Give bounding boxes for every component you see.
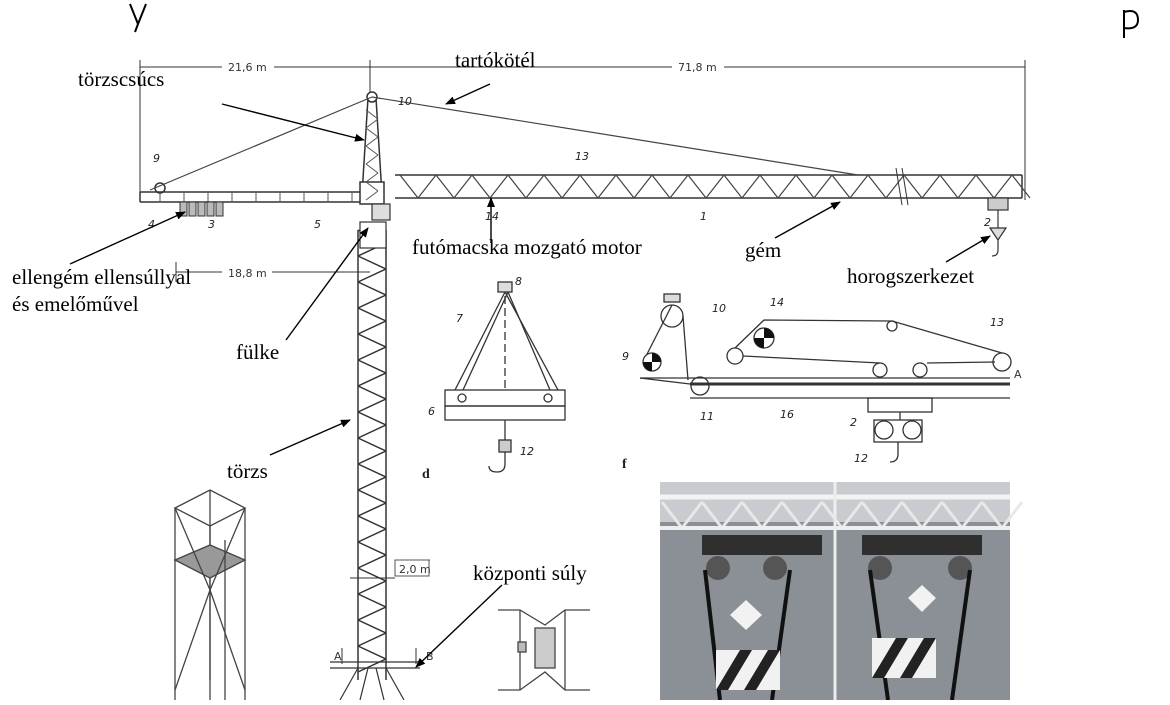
detail-f-reeving	[639, 293, 1012, 463]
section-a-letter: A	[334, 650, 342, 663]
tower-top	[359, 91, 385, 205]
center-weight-frame	[498, 609, 590, 691]
part-number-16-f: 16	[780, 408, 794, 421]
part-number-12-f: 12	[854, 452, 868, 465]
detail-d-letter: d	[422, 467, 430, 482]
part-number-14-f: 14	[770, 296, 784, 309]
main-jib	[395, 174, 1023, 199]
part-number-10: 10	[398, 95, 412, 108]
counterweights	[179, 201, 224, 217]
right-span-dim: 71,8 m	[678, 61, 717, 74]
motor-9-fill	[643, 353, 661, 371]
trolley-photo	[660, 482, 1024, 701]
label-futomacska: futómacska mozgató motor	[412, 235, 642, 259]
detail-f-letter: f	[622, 457, 627, 472]
mast-section-3d	[173, 489, 247, 700]
label-kozponti-suly: központi súly	[473, 561, 587, 585]
part-number-1: 1	[700, 210, 707, 223]
part-number-13-f: 13	[990, 316, 1004, 329]
motor-14-fill	[754, 328, 774, 348]
part-number-14: 14	[485, 210, 499, 223]
label-ellengem: ellengém ellensúllyal és emelőművel	[12, 265, 192, 316]
part-number-10-f: 10	[712, 302, 726, 315]
mast-width-dim: 2,0 m	[399, 563, 431, 576]
mast-base	[330, 661, 420, 701]
detail-d-hook-frame	[444, 281, 566, 473]
counter-span-dimension	[175, 262, 370, 282]
label-torzs: törzs	[227, 459, 268, 483]
top-dimension-line	[139, 60, 1026, 200]
part-number-8: 8	[515, 275, 522, 288]
cabin	[359, 203, 391, 249]
label-gem: gém	[745, 238, 782, 262]
part-number-5: 5	[314, 218, 321, 231]
label-fulke: fülke	[236, 340, 280, 364]
section-b-letter: B	[426, 650, 434, 663]
counter-jib	[139, 182, 360, 203]
part-number-2-f: 2	[850, 416, 857, 429]
counter-span-dim: 18,8 m	[228, 267, 267, 280]
part-number-12-d: 12	[520, 445, 534, 458]
part-number-7: 7	[456, 312, 463, 325]
part-number-4: 4	[148, 218, 155, 231]
part-number-11-f: 11	[700, 410, 714, 423]
part-number-3: 3	[208, 218, 215, 231]
left-span-dim: 21,6 m	[228, 61, 267, 74]
part-number-9: 9	[153, 152, 160, 165]
part-number-9-f: 9	[622, 350, 629, 363]
label-torzscsucs: törzscsúcs	[78, 67, 165, 91]
part-number-13: 13	[575, 150, 589, 163]
label-horogszerkezet: horogszerkezet	[847, 264, 975, 288]
annotation-arrows	[69, 83, 991, 668]
top-heading-fragment	[129, 3, 1140, 38]
crane-mast	[357, 229, 387, 680]
tie-ropes	[149, 96, 859, 191]
part-number-6: 6	[428, 405, 435, 418]
part-number-2: 2	[984, 216, 991, 229]
section-a-letter-f: A	[1014, 368, 1022, 381]
jib-hook-block	[987, 197, 1009, 257]
label-tartokotel: tartókötél	[455, 48, 536, 72]
